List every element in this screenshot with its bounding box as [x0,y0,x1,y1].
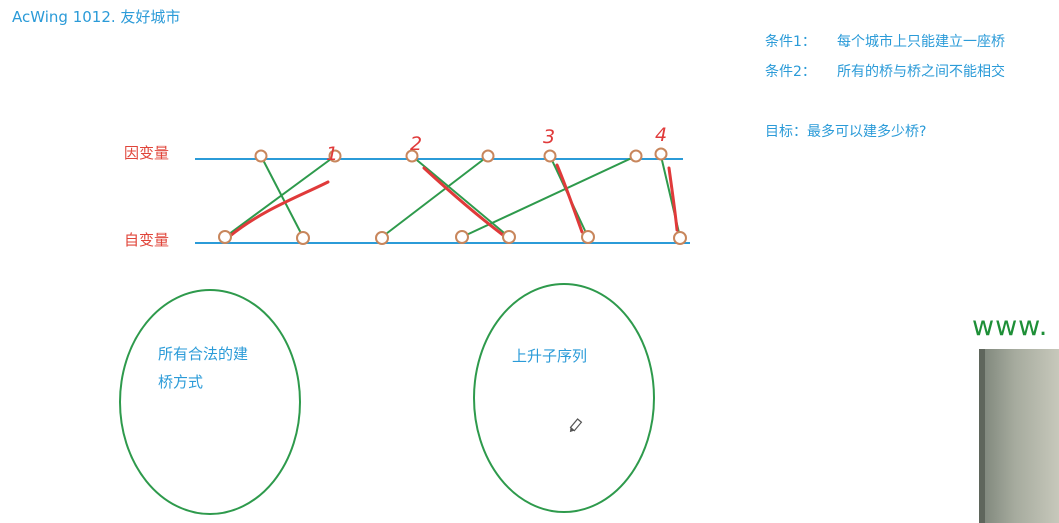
legal-bridges-oval [119,289,301,515]
highlight-stroke [555,163,584,234]
highlight-stroke [228,180,330,238]
oval-right-text: 上升子序列 [512,342,587,370]
annotation-number: 2 [410,133,422,155]
pen-cursor-icon [569,418,583,433]
city-node [328,149,342,163]
city-node [218,230,232,244]
city-node [481,149,495,163]
bottom-axis-label: 自变量 [124,231,170,249]
city-node [455,230,469,244]
annotation-number: 4 [655,124,667,146]
condition-2-text: 所有的桥与桥之间不能相交 [837,64,1005,80]
city-node [502,230,516,244]
highlight-stroke [667,166,679,232]
bridge-edge [260,155,304,238]
city-node [254,149,268,163]
condition-2: 条件2： 所有的桥与桥之间不能相交 [765,61,1005,81]
bridge-edge [224,155,336,238]
oval-left-line1: 所有合法的建 [158,345,249,363]
bridges [224,155,681,238]
condition-1-label: 条件1： [765,34,816,50]
condition-1: 条件1： 每个城市上只能建立一座桥 [765,31,1005,51]
top-nodes [254,147,668,163]
city-node [654,147,668,161]
annotation-number: 1 [326,143,338,165]
condition-2-label: 条件2： [765,64,816,80]
city-node [543,149,557,163]
watermark-text: www. [972,311,1049,342]
city-node [296,231,310,245]
top-axis-label: 因变量 [124,144,170,162]
highlight-stroke [422,166,505,237]
bridge-edge [461,155,637,238]
city-node [629,149,643,163]
city-node [375,231,389,245]
bridge-edge [381,155,489,238]
oval-left-text: 所有合法的建 桥方式 [158,340,248,396]
page-title: AcWing 1012. 友好城市 [12,8,181,26]
city-node [673,231,687,245]
condition-1-text: 每个城市上只能建立一座桥 [837,34,1005,50]
highlight-strokes [228,163,679,238]
annotation-number: 3 [543,126,555,148]
goal-text: 目标：最多可以建多少桥? [765,124,927,140]
bridge-edge [411,155,510,238]
bottom-nodes [218,230,687,245]
city-node [581,230,595,244]
oval-right-line1: 上升子序列 [512,347,588,365]
oval-left-line2: 桥方式 [158,373,204,391]
ascending-subsequence-oval [473,283,655,513]
annotation-numbers: 1 2 3 4 [326,124,667,165]
city-node [405,149,419,163]
camera-overlay [979,349,1059,523]
